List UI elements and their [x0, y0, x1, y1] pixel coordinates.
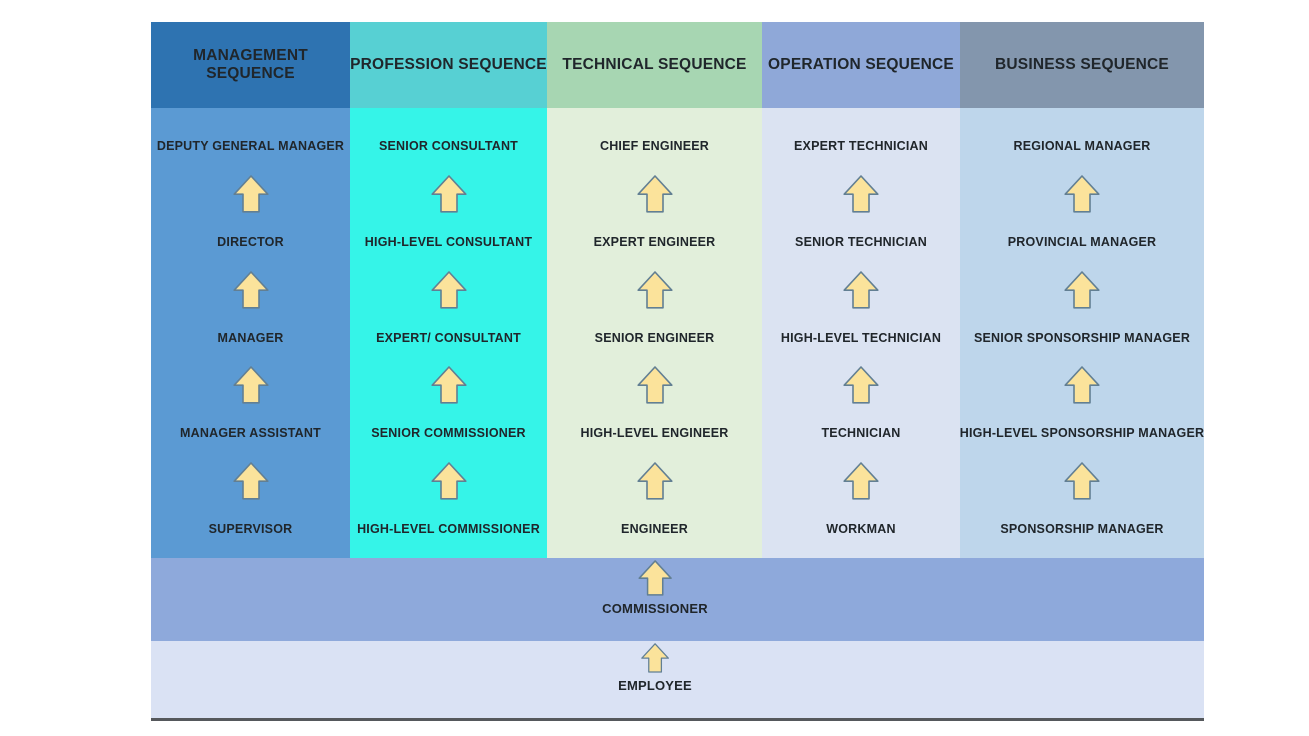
level-label: SPONSORSHIP MANAGER [1000, 522, 1164, 536]
up-arrow-icon [1064, 462, 1100, 500]
up-arrow-icon [430, 462, 467, 500]
level-label: ENGINEER [621, 522, 688, 536]
up-arrow-icon [636, 366, 673, 404]
up-arrow-icon [232, 462, 269, 500]
sequence-header-management: MANAGEMENT SEQUENCE [151, 22, 350, 108]
level-label: DEPUTY GENERAL MANAGER [156, 139, 345, 153]
level-label: HIGH-LEVEL COMMISSIONER [357, 522, 540, 536]
up-arrow-icon [641, 643, 669, 673]
employee-label: EMPLOYEE [618, 678, 692, 693]
up-arrow-icon [1064, 366, 1100, 404]
level-label: EXPERT ENGINEER [593, 234, 716, 249]
up-arrow-icon [430, 270, 467, 309]
sequence-column-operation: OPERATION SEQUENCE EXPERT TECHNICIAN SEN… [762, 22, 960, 558]
sequence-header-profession: PROFESSION SEQUENCE [350, 22, 547, 108]
level-label: DIRECTOR [217, 234, 284, 249]
level-label: PROVINCIAL MANAGER [1007, 234, 1157, 249]
sequence-header-technical: TECHNICAL SEQUENCE [547, 22, 762, 108]
sequence-body-business: REGIONAL MANAGER PROVINCIAL MANAGER SENI… [960, 108, 1204, 558]
level-label: HIGH-LEVEL CONSULTANT [364, 234, 533, 249]
sequence-body-management: DEPUTY GENERAL MANAGER DIRECTOR MANAGER … [151, 108, 350, 558]
up-arrow-icon [1064, 270, 1100, 309]
sequence-body-technical: CHIEF ENGINEER EXPERT ENGINEER SENIOR EN… [547, 108, 762, 558]
up-arrow-icon [232, 366, 269, 404]
sequence-body-profession: SENIOR CONSULTANT HIGH-LEVEL CONSULTANT … [350, 108, 547, 558]
up-arrow-icon [843, 270, 879, 309]
up-arrow-icon [636, 175, 673, 213]
level-label: HIGH-LEVEL ENGINEER [580, 426, 729, 441]
up-arrow-icon [843, 175, 879, 213]
level-label: WORKMAN [826, 522, 896, 536]
level-label: TECHNICIAN [821, 426, 901, 441]
employee-stack: EMPLOYEE [618, 643, 692, 693]
sequence-column-management: MANAGEMENT SEQUENCE DEPUTY GENERAL MANAG… [151, 22, 350, 558]
sequence-column-technical: TECHNICAL SEQUENCE CHIEF ENGINEER EXPERT… [547, 22, 762, 558]
level-label: SENIOR SPONSORSHIP MANAGER [973, 330, 1191, 345]
level-label: HIGH-LEVEL TECHNICIAN [780, 330, 942, 345]
level-label: SUPERVISOR [208, 522, 293, 536]
commissioner-stack: COMMISSIONER [602, 560, 708, 616]
up-arrow-icon [430, 175, 467, 213]
sequence-header-operation: OPERATION SEQUENCE [762, 22, 960, 108]
sequence-body-operation: EXPERT TECHNICIAN SENIOR TECHNICIAN HIGH… [762, 108, 960, 558]
up-arrow-icon [843, 366, 879, 404]
up-arrow-icon [636, 462, 673, 500]
up-arrow-icon [430, 366, 467, 404]
commissioner-band: COMMISSIONER [151, 558, 1204, 641]
level-label: SENIOR COMMISSIONER [371, 426, 526, 441]
level-label: CHIEF ENGINEER [599, 139, 710, 153]
level-label: SENIOR TECHNICIAN [795, 234, 927, 249]
level-label: REGIONAL MANAGER [1013, 139, 1151, 153]
sequence-column-profession: PROFESSION SEQUENCE SENIOR CONSULTANT HI… [350, 22, 547, 558]
sequence-header-business: BUSINESS SEQUENCE [960, 22, 1204, 108]
sequence-column-business: BUSINESS SEQUENCE REGIONAL MANAGER PROVI… [960, 22, 1204, 558]
up-arrow-icon [636, 270, 673, 309]
up-arrow-icon [232, 270, 269, 309]
up-arrow-icon [843, 462, 879, 500]
level-label: EXPERT/ CONSULTANT [376, 330, 521, 345]
sequence-columns: MANAGEMENT SEQUENCE DEPUTY GENERAL MANAG… [151, 22, 1204, 558]
level-label: MANAGER ASSISTANT [180, 426, 321, 441]
level-label: EXPERT TECHNICIAN [794, 139, 928, 153]
level-label: SENIOR ENGINEER [594, 330, 715, 345]
employee-band: EMPLOYEE [151, 641, 1204, 718]
career-sequence-diagram: MANAGEMENT SEQUENCE DEPUTY GENERAL MANAG… [151, 22, 1204, 721]
up-arrow-icon [638, 560, 672, 596]
level-label: HIGH-LEVEL SPONSORSHIP MANAGER [959, 426, 1205, 441]
level-label: SENIOR CONSULTANT [378, 139, 519, 153]
up-arrow-icon [1064, 175, 1100, 213]
commissioner-label: COMMISSIONER [602, 601, 708, 616]
level-label: MANAGER [217, 330, 284, 345]
up-arrow-icon [232, 175, 269, 213]
